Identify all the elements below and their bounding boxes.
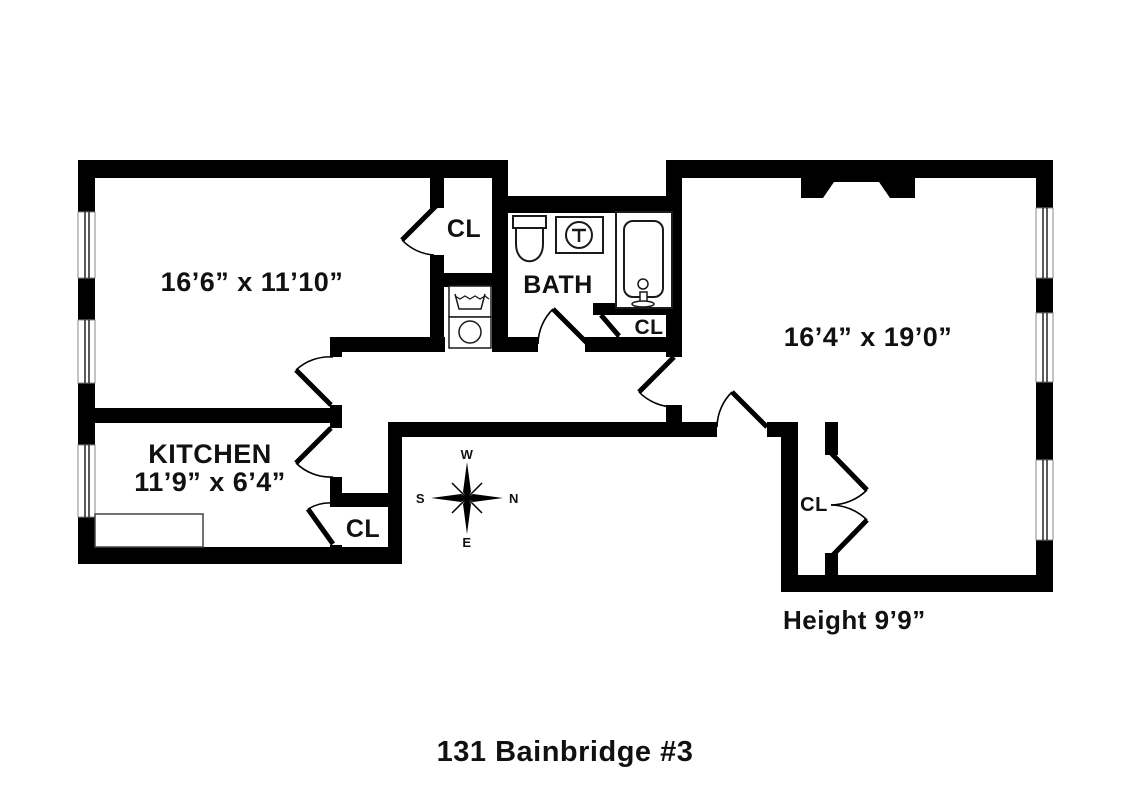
door-closet-double <box>829 451 869 559</box>
ceiling-height-note: Height 9’9” <box>783 605 926 635</box>
kitchen-label: KITCHEN <box>148 439 272 469</box>
window-icon <box>77 444 96 518</box>
dryer-icon <box>448 316 492 349</box>
window-icon <box>1035 312 1054 383</box>
plan-title: 131 Bainbridge #3 <box>437 736 694 768</box>
bathtub-icon <box>615 211 673 309</box>
compass-north: N <box>509 491 519 506</box>
window-icon <box>77 319 96 384</box>
window-icon <box>77 211 96 279</box>
door-living-room <box>637 355 676 408</box>
compass-rose: W E S N <box>416 447 519 550</box>
door-kitchen <box>294 426 334 478</box>
door-entry <box>716 390 769 429</box>
closet-label-kitchen: CL <box>346 515 380 543</box>
compass-west: W <box>461 447 474 462</box>
doors <box>294 203 869 559</box>
kitchen-counter <box>94 513 204 548</box>
living-room-dimensions: 16’4” x 19’0” <box>784 322 953 352</box>
walls <box>78 160 1053 592</box>
bath-label: BATH <box>523 271 593 299</box>
door-bath <box>537 307 590 346</box>
compass-east: E <box>462 535 471 550</box>
door-closet-top <box>400 203 439 256</box>
closet-label-top: CL <box>447 215 481 243</box>
door-bedroom <box>294 356 334 407</box>
door-closet-bath <box>599 313 621 342</box>
toilet-icon <box>512 215 547 263</box>
washer-icon <box>448 285 492 318</box>
labels: 16’6” x 11’10” KITCHEN 11’9” x 6’4” BATH… <box>134 215 952 768</box>
window-icon <box>1035 207 1054 279</box>
closet-label-living: CL <box>800 494 828 516</box>
bedroom-dimensions: 16’6” x 11’10” <box>161 267 344 297</box>
closet-label-bath: CL <box>635 316 664 339</box>
kitchen-dimensions: 11’9” x 6’4” <box>134 467 286 497</box>
fixtures <box>94 211 673 548</box>
window-icon <box>1035 459 1054 541</box>
sink-icon <box>555 216 604 254</box>
compass-south: S <box>416 491 425 506</box>
windows <box>77 207 1054 541</box>
chimney <box>801 178 915 198</box>
door-closet-kitchen <box>305 502 336 546</box>
